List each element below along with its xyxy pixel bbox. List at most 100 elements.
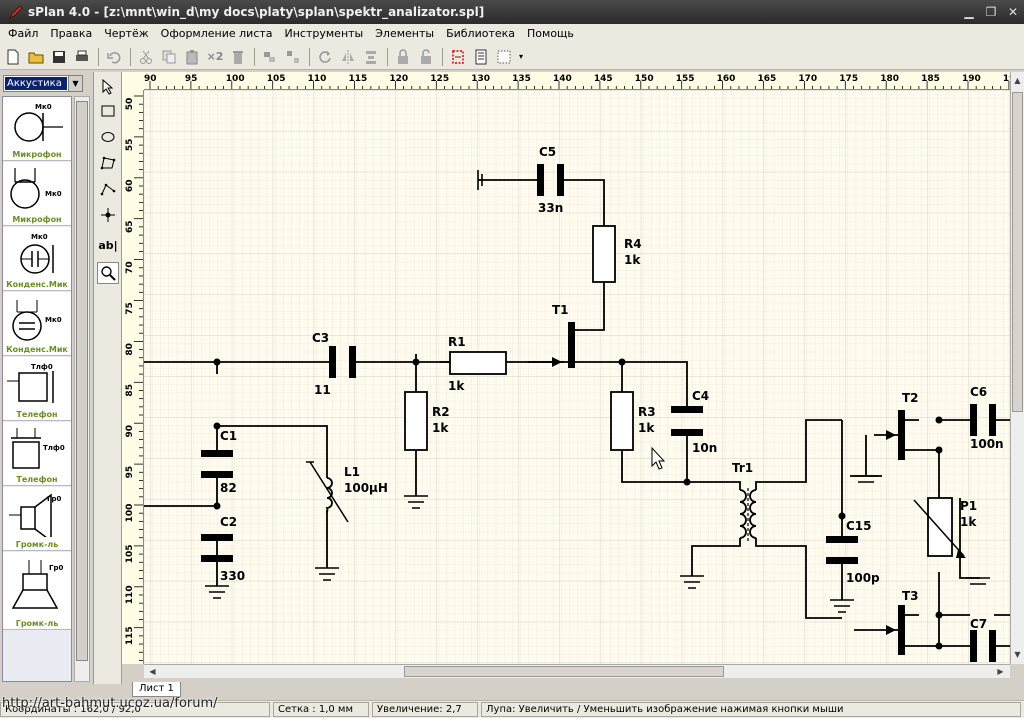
ruler-label: 80 (125, 343, 135, 356)
label-c2: C2 (220, 515, 237, 529)
toolbar-separator (387, 47, 388, 66)
transistor-t1[interactable] (549, 322, 575, 368)
status-grid: Сетка : 1,0 мм (273, 702, 369, 717)
unlock-icon[interactable] (415, 46, 437, 68)
library-scrollbar[interactable] (74, 96, 90, 682)
menu-edit[interactable]: Правка (50, 27, 93, 40)
library-category-select[interactable]: Аккустика ▼ (3, 75, 83, 92)
menu-elements[interactable]: Элементы (375, 27, 435, 40)
horizontal-scrollbar[interactable]: ◀ ▶ (144, 664, 1010, 678)
parts-list-icon[interactable] (470, 46, 492, 68)
capacitor-c7[interactable] (970, 630, 996, 662)
minimize-icon[interactable]: ▁ (964, 5, 974, 19)
capacitor-c2[interactable] (201, 534, 233, 562)
polygon-icon[interactable] (97, 152, 119, 174)
copy-icon[interactable] (158, 46, 180, 68)
menu-drawing[interactable]: Чертёж (104, 27, 149, 40)
rotate-icon[interactable] (314, 46, 336, 68)
resistor-r3[interactable] (610, 391, 634, 451)
ground-icon (854, 475, 878, 483)
library-item-condenser-mic-1[interactable]: Мк0 Конденс.Мик (3, 227, 71, 291)
zoom-icon[interactable] (97, 262, 119, 284)
resistor-r1[interactable] (449, 351, 507, 375)
restore-icon[interactable]: ❐ (985, 5, 997, 19)
library-item-caption: Телефон (16, 475, 58, 484)
library-item-speaker-1[interactable]: Гр0 Громк-ль (3, 487, 71, 551)
scroll-left-icon[interactable]: ◀ (149, 667, 156, 676)
transistor-t2[interactable] (865, 410, 905, 460)
mirror-icon[interactable] (337, 46, 359, 68)
menu-file[interactable]: Файл (8, 27, 39, 40)
menu-library[interactable]: Библиотека (446, 27, 516, 40)
menu-tools[interactable]: Инструменты (284, 27, 364, 40)
ruler-label: 105 (267, 74, 286, 84)
menu-sheet-design[interactable]: Оформление листа (160, 27, 273, 40)
junction-icon[interactable] (97, 204, 119, 226)
library-item-caption: Громк-ль (15, 540, 59, 549)
scroll-up-icon[interactable]: ▲ (1014, 76, 1021, 85)
horizontal-scroll-thumb[interactable] (404, 666, 724, 677)
transformer-tr1[interactable] (739, 488, 757, 542)
ground-icon (205, 585, 229, 599)
grid-dropdown-chevron-icon[interactable]: ▾ (518, 52, 523, 61)
potentiometer-p1[interactable] (913, 497, 966, 558)
transistor-t3[interactable] (854, 605, 905, 655)
open-icon[interactable] (25, 46, 47, 68)
capacitor-c4[interactable] (671, 406, 703, 436)
snap-icon[interactable] (447, 46, 469, 68)
scroll-right-icon[interactable]: ▶ (997, 667, 1004, 676)
label-t1: T1 (552, 303, 569, 317)
undo-icon[interactable] (103, 46, 125, 68)
resistor-r4[interactable] (592, 225, 616, 283)
menu-help[interactable]: Помощь (527, 27, 574, 40)
ellipse-icon[interactable] (97, 126, 119, 148)
ruler-label: 115 (349, 74, 368, 84)
library-item-phone-1[interactable]: Тлф0 Телефон (3, 357, 71, 421)
library-scroll-thumb[interactable] (76, 101, 88, 661)
rectangle-icon[interactable] (97, 100, 119, 122)
lock-icon[interactable] (392, 46, 414, 68)
capacitor-c15[interactable] (826, 536, 858, 564)
duplicate-x2-icon[interactable]: ×2 (206, 50, 224, 63)
library-item-microphone-1[interactable]: Мк0 Микрофон (3, 97, 71, 161)
ruler-label: 130 (471, 74, 490, 84)
capacitor-c1[interactable] (201, 450, 233, 478)
delete-icon[interactable] (227, 46, 249, 68)
ruler-label: 185 (921, 74, 940, 84)
drawing-tools-panel: ab| (94, 72, 122, 684)
schematic-drawing[interactable]: C5 33n R4 1k T1 C3 11 R1 1k R2 1k R3 1k … (144, 90, 1010, 664)
vertical-scroll-thumb[interactable] (1012, 92, 1023, 412)
cut-icon[interactable] (135, 46, 157, 68)
pointer-icon[interactable] (97, 76, 119, 98)
schematic-canvas[interactable]: C5 33n R4 1k T1 C3 11 R1 1k R2 1k R3 1k … (144, 90, 1010, 664)
align-icon[interactable] (360, 46, 382, 68)
library-item-microphone-2[interactable]: Мк0 Микрофон (3, 162, 71, 226)
library-item-condenser-mic-2[interactable]: Мк0 Конденс.Мик (3, 292, 71, 356)
ruler-label: 180 (880, 74, 899, 84)
paste-icon[interactable] (181, 46, 203, 68)
resistor-r2[interactable] (404, 391, 428, 451)
close-icon[interactable]: ✕ (1007, 5, 1019, 19)
scroll-down-icon[interactable]: ▼ (1014, 650, 1021, 659)
capacitor-c5[interactable] (477, 164, 564, 196)
new-icon[interactable] (2, 46, 24, 68)
value-c5: 33n (538, 201, 563, 215)
save-icon[interactable] (48, 46, 70, 68)
vertical-scrollbar[interactable]: ▲ ▼ (1010, 72, 1024, 664)
capacitor-c6[interactable] (970, 404, 996, 436)
grid-icon[interactable] (493, 46, 515, 68)
value-c2: 330 (220, 569, 245, 583)
chevron-down-icon[interactable]: ▼ (68, 76, 82, 91)
library-item-speaker-2[interactable]: Гр0 Громк-ль (3, 552, 71, 630)
tab-sheet-1[interactable]: Лист 1 (132, 682, 181, 697)
capacitor-c3[interactable] (329, 346, 356, 378)
ruler-label: 195 (1003, 74, 1010, 84)
print-icon[interactable] (71, 46, 93, 68)
inductor-l1[interactable] (306, 461, 349, 523)
polyline-icon[interactable] (97, 178, 119, 200)
group-icon[interactable] (259, 46, 281, 68)
text-tool-icon[interactable]: ab| (98, 238, 118, 252)
toolbar-separator (442, 47, 443, 66)
library-item-phone-2[interactable]: Тлф0 Телефон (3, 422, 71, 486)
ungroup-icon[interactable] (282, 46, 304, 68)
